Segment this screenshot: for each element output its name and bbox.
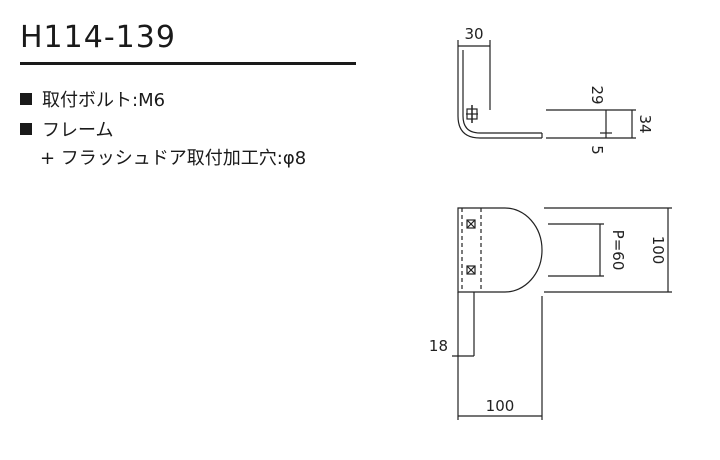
spec-item-bolt: 取付ボルト:M6 xyxy=(20,89,165,113)
dimension-flange-lines xyxy=(452,292,475,420)
title-underline xyxy=(20,62,356,65)
square-bullet-icon xyxy=(20,123,32,135)
dimension-side-width-lines xyxy=(457,40,491,110)
spec-text-bolt: 取付ボルト:M6 xyxy=(42,90,166,111)
dim-label-pitch: P=60 xyxy=(609,230,627,271)
spec-subtext-frame: + フラッシュドア取付加工穴:φ8 xyxy=(40,148,307,169)
page-title: H114-139 xyxy=(20,20,176,55)
dimension-plan-height-lines xyxy=(544,207,672,293)
dim-label-side-width: 30 xyxy=(464,25,483,43)
dimension-plan-width-lines xyxy=(458,296,543,420)
dim-label-side-offset: 29 xyxy=(588,85,606,104)
dim-label-plan-height: 100 xyxy=(649,236,667,265)
dim-label-plan-width: 100 xyxy=(486,397,515,415)
dim-label-flange: 18 xyxy=(429,337,448,355)
plan-view-plate xyxy=(457,207,543,293)
square-bullet-icon xyxy=(20,93,32,105)
spec-item-frame: フレーム xyxy=(20,119,113,143)
dim-label-side-height: 34 xyxy=(636,114,654,133)
dimension-side-height-lines xyxy=(546,109,636,139)
spec-text-frame: フレーム xyxy=(42,120,114,141)
dim-label-side-thickness: 5 xyxy=(588,145,606,155)
side-view-bracket xyxy=(457,50,543,139)
dimension-pitch-lines xyxy=(548,223,604,277)
